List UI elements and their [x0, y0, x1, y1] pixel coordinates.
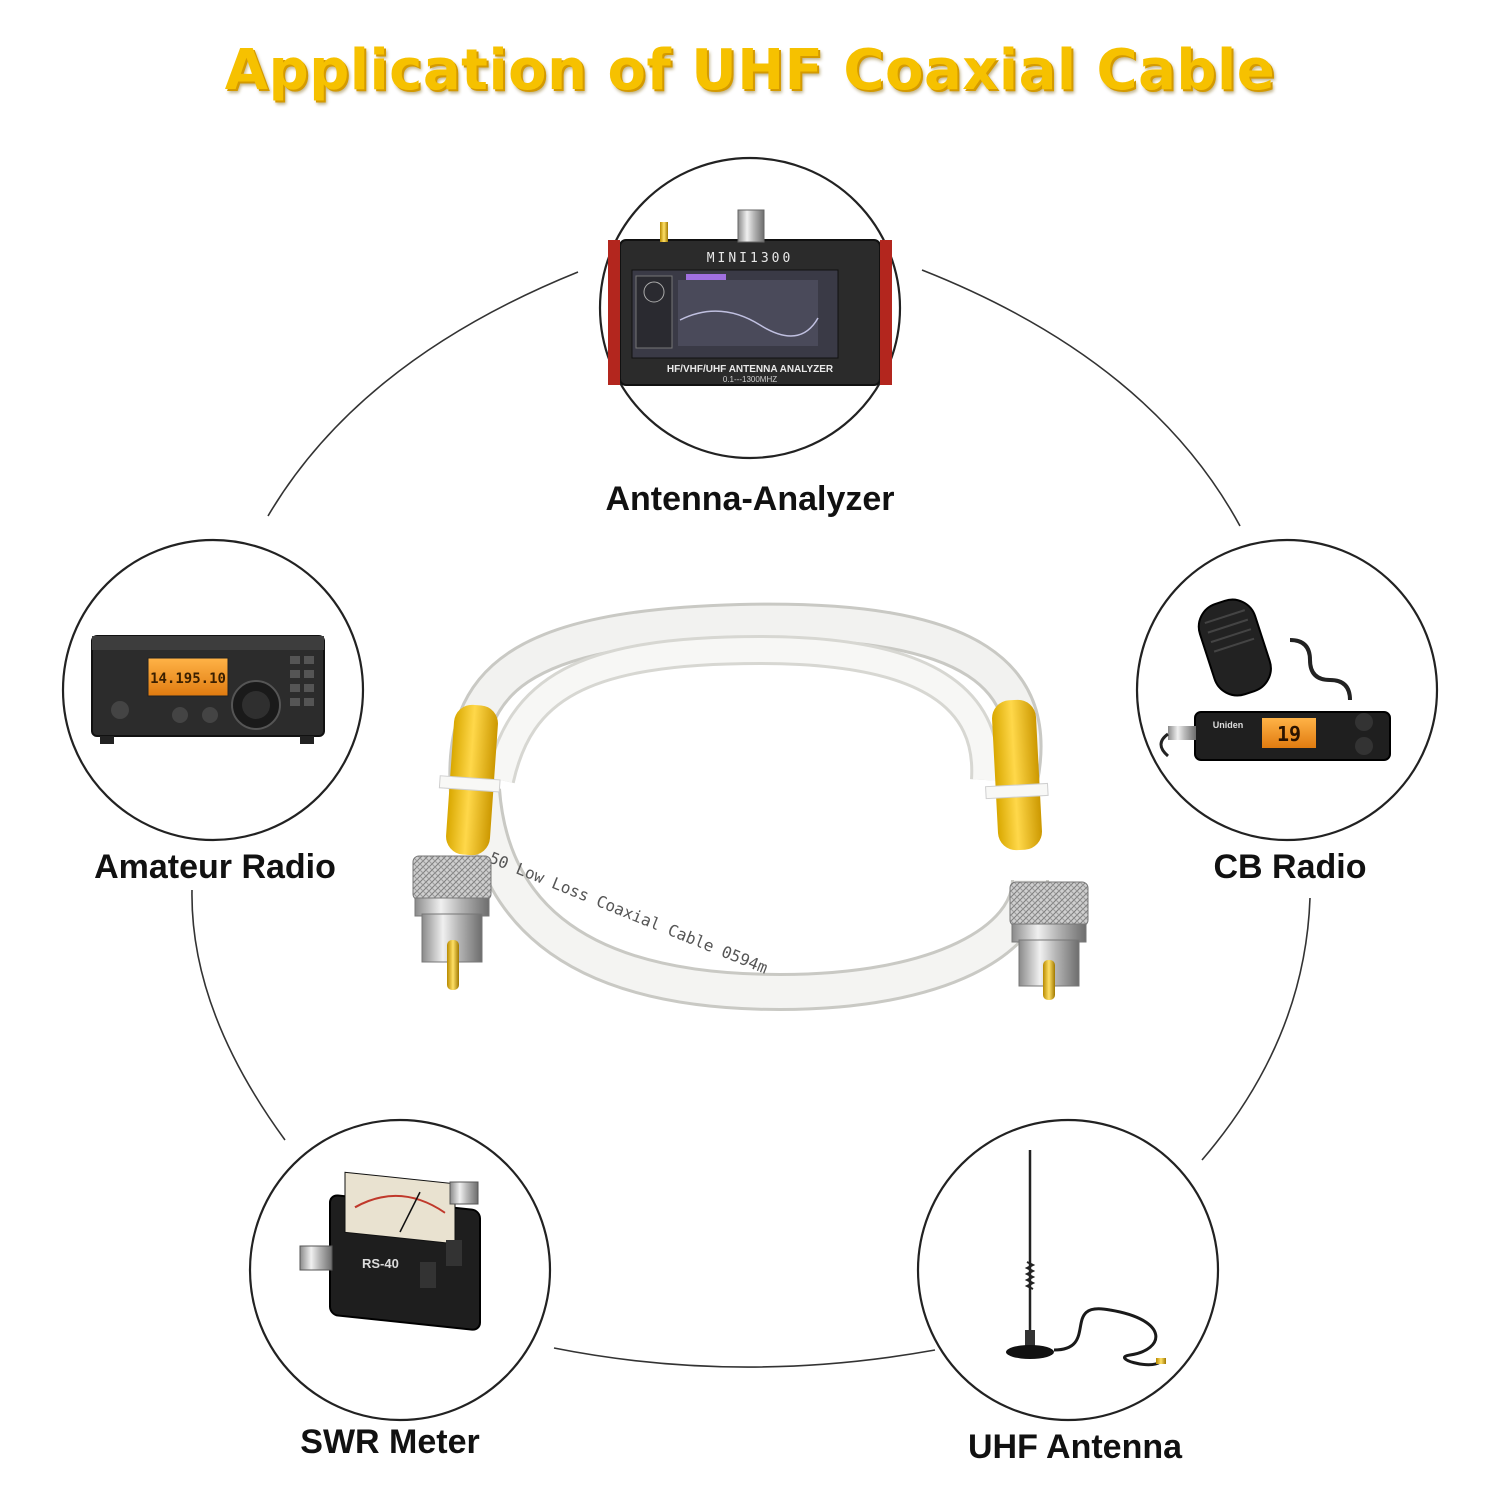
antenna-analyzer-image: MINI1300 HF/VHF/UHF ANTENNA ANALYZER 0.1…: [608, 209, 892, 386]
swr-model: RS-40: [362, 1256, 399, 1271]
arc-cb-uhf: [1201, 897, 1311, 1161]
analyzer-range: 0.1---1300MHZ: [723, 375, 777, 384]
analyzer-brand: MINI1300: [707, 251, 794, 266]
arc-analyzer-cb: [921, 269, 1241, 527]
uhf-antenna-image: [1006, 1150, 1166, 1367]
swr-meter-image: RS-40: [299, 1171, 481, 1331]
label-antenna-analyzer: Antenna-Analyzer: [605, 480, 895, 518]
coaxial-cable-image: 50 Low Loss Coaxial Cable 0594m: [412, 602, 1089, 1012]
label-cb-radio: CB Radio: [1213, 848, 1367, 886]
page-title: Application of UHF Coaxial Cable: [224, 38, 1276, 103]
cb-radio-image: 19 Uniden: [1159, 598, 1391, 761]
arc-amateur-swr: [191, 889, 286, 1141]
arc-analyzer-amateur: [267, 271, 579, 517]
cb-brand: Uniden: [1213, 720, 1244, 730]
circle-cb-radio: [1135, 538, 1439, 842]
circle-uhf-antenna: [916, 1118, 1220, 1422]
analyzer-caption: HF/VHF/UHF ANTENNA ANALYZER: [667, 364, 834, 375]
connector-arcs: [191, 269, 1311, 1368]
label-amateur-radio: Amateur Radio: [94, 848, 336, 886]
label-uhf-antenna: UHF Antenna: [967, 1428, 1183, 1466]
amateur-radio-image: 14.195.10: [91, 635, 325, 744]
svg-text:19: 19: [1277, 722, 1301, 746]
radio-display: 14.195.10: [150, 671, 226, 687]
arc-swr-uhf: [553, 1347, 936, 1368]
label-swr-meter: SWR Meter: [300, 1423, 480, 1461]
